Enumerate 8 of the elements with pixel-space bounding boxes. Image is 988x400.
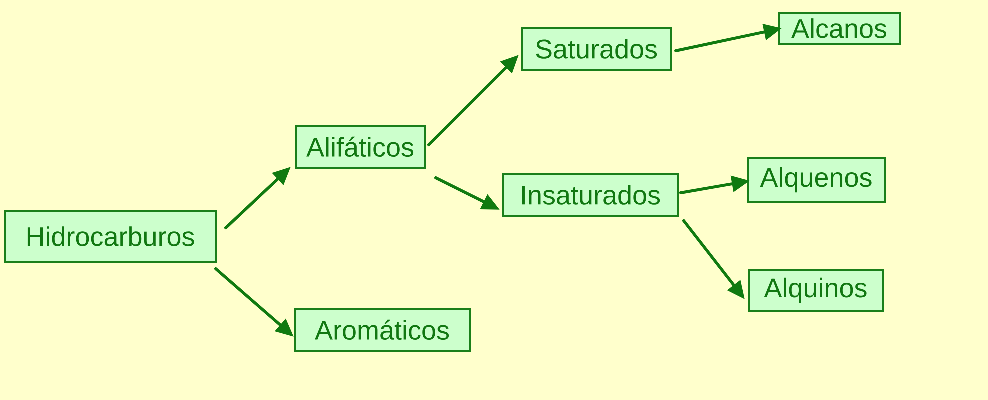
process-box: Alquenos — [747, 157, 886, 203]
process-box: Alcanos — [778, 12, 901, 45]
process-box: Hidrocarburos — [4, 210, 218, 263]
process-box: Alquinos — [748, 269, 884, 312]
process-box: Saturados — [521, 27, 672, 71]
process-box: Insaturados — [502, 173, 679, 217]
process-box: Alifáticos — [295, 125, 426, 169]
process-box: Aromáticos — [294, 308, 471, 352]
